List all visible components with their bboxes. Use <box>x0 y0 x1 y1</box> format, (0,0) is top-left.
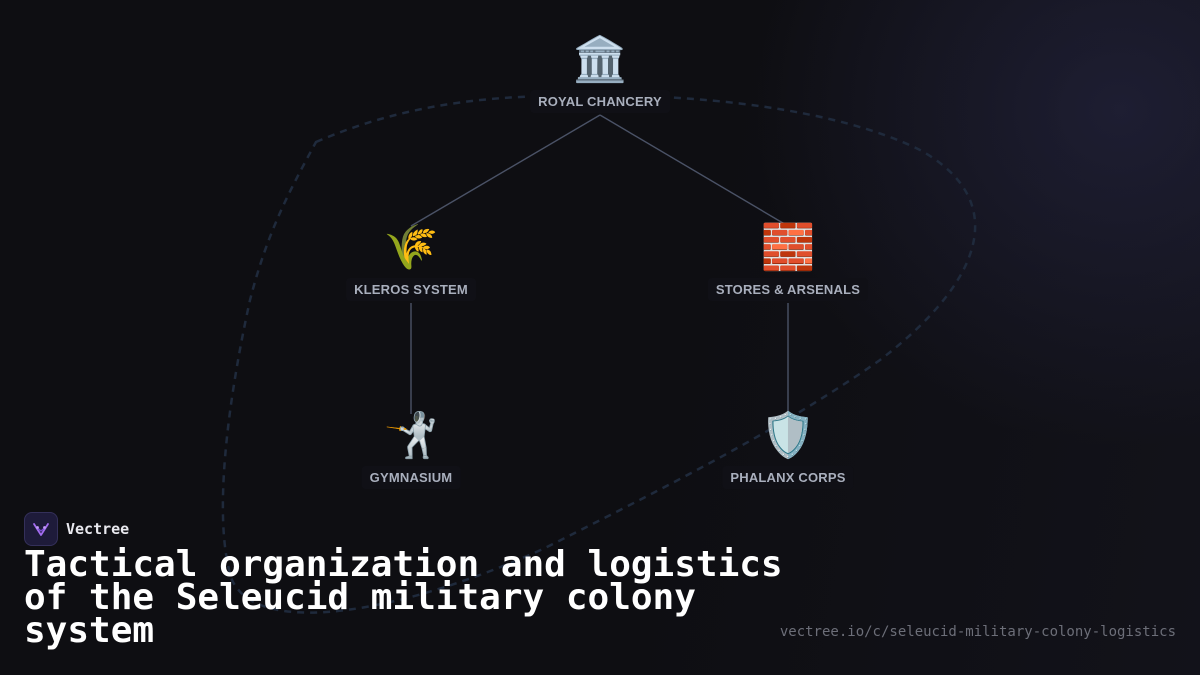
brand-name: Vectree <box>66 520 130 538</box>
sheaf-of-rice-icon: 🌾 <box>383 222 439 273</box>
page-url[interactable]: vectree.io/c/seleucid-military-colony-lo… <box>779 624 1176 640</box>
page-title: Tactical organization and logistics of t… <box>24 544 783 651</box>
edge-royal-chancery-to-stores-arsenals <box>599 114 789 227</box>
node-kleros-system[interactable]: 🌾 KLEROS SYSTEM <box>346 222 476 301</box>
dashed-outline <box>221 94 977 614</box>
node-royal-chancery[interactable]: 🏛️ ROYAL CHANCERY <box>530 34 670 113</box>
edge-royal-chancery-to-kleros-system <box>410 114 601 227</box>
fencer-icon: 🤺 <box>383 410 439 461</box>
node-phalanx-corps[interactable]: 🛡️ PHALANX CORPS <box>722 410 854 489</box>
node-gymnasium[interactable]: 🤺 GYMNASIUM <box>361 410 461 489</box>
node-label: ROYAL CHANCERY <box>530 90 670 113</box>
vectree-logo-icon <box>24 512 58 546</box>
brand[interactable]: Vectree <box>24 512 129 546</box>
classical-building-icon: 🏛️ <box>572 34 628 85</box>
node-label: GYMNASIUM <box>361 466 461 489</box>
brick-icon: 🧱 <box>760 222 816 273</box>
node-label: STORES & ARSENALS <box>707 278 869 301</box>
shield-icon: 🛡️ <box>760 410 816 461</box>
node-label: PHALANX CORPS <box>722 466 854 489</box>
node-stores-arsenals[interactable]: 🧱 STORES & ARSENALS <box>707 222 869 301</box>
node-label: KLEROS SYSTEM <box>346 278 476 301</box>
